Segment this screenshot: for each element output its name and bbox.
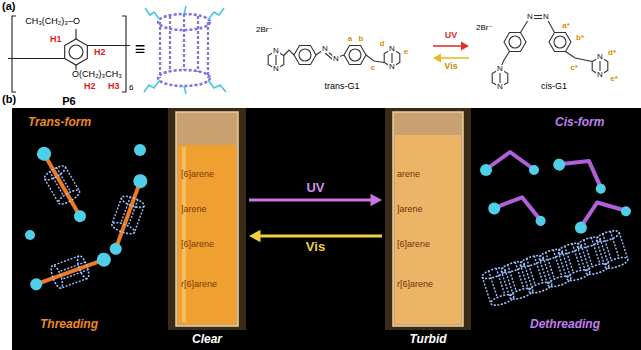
proton-label: e* — [610, 75, 618, 84]
light-label: Vis — [304, 240, 327, 254]
proton-label: H1 — [50, 35, 62, 45]
light-label: Vis — [442, 62, 459, 72]
proton-label: d — [380, 40, 385, 49]
cuvette-text: [6]arene — [181, 170, 214, 180]
formula-text: CH₃(CH₂)₃–O — [25, 17, 80, 27]
atom-label: N — [321, 45, 329, 53]
reaction-arrow — [433, 42, 469, 51]
proton-label: a* — [562, 22, 570, 31]
proton-label: a — [348, 35, 352, 44]
reaction-arrow — [249, 194, 382, 207]
state-caption: Turbid — [409, 333, 446, 347]
panel-letter: (b) — [2, 93, 16, 105]
atom-label: N — [388, 63, 396, 71]
process-label: Threading — [40, 318, 98, 331]
proton-label: c — [371, 64, 375, 73]
state-caption: trans-G1 — [324, 81, 359, 91]
proton-label: d* — [608, 49, 616, 58]
proton-label: H2 — [94, 48, 106, 58]
repeat-subscript: 6 — [129, 84, 133, 93]
cuvette-text: [6]arene — [397, 240, 430, 250]
atom-label: N — [526, 13, 534, 21]
atom-label: N — [596, 71, 604, 79]
proton-label: e — [404, 48, 408, 57]
cuvette-text: arene — [397, 170, 420, 180]
proton-label: c* — [570, 64, 578, 73]
state-caption: cis-G1 — [541, 81, 567, 91]
process-label: Dethreading — [530, 318, 600, 331]
state-label: Cis-form — [555, 116, 604, 129]
proton-label: H3 — [108, 82, 120, 92]
atom-label: N — [388, 45, 396, 53]
atom-label: N — [272, 47, 280, 55]
atom-label: N — [542, 13, 550, 21]
molecule-state: cis-G1 — [472, 22, 636, 92]
atom-label: N — [272, 65, 280, 73]
cuvette-photo: Turbid — [385, 108, 471, 348]
equivalence-sign: ≡ — [135, 40, 146, 60]
counterion-label: 2Br⁻ — [256, 26, 273, 35]
atom-label: N — [496, 65, 504, 73]
atom-label: N — [332, 55, 340, 63]
state-label: Trans-form — [28, 116, 91, 129]
cuvette-text: [6]arene — [181, 240, 214, 250]
atom-label: N — [596, 53, 604, 61]
cuvette-photo: Clear — [168, 108, 246, 348]
proton-label: b — [359, 35, 364, 44]
cuvette-text: r[6]arene — [397, 280, 433, 290]
formula-text: O(CH₂)₃CH₃ — [72, 70, 122, 80]
panel-letter: (a) — [2, 0, 15, 12]
light-label: UV — [304, 181, 326, 195]
molecule-state: trans-G1 — [254, 22, 430, 92]
cuvette-text: r[6]arene — [181, 280, 217, 290]
state-caption: Clear — [192, 333, 222, 347]
cuvette-text: ]arene — [181, 205, 207, 215]
counterion-label: 2Br⁻ — [476, 24, 493, 33]
light-label: UV — [443, 31, 460, 41]
atom-label: N — [496, 83, 504, 91]
cuvette-text: ]arene — [397, 205, 423, 215]
proton-label: b* — [576, 34, 584, 43]
proton-label: H2 — [84, 82, 96, 92]
compound-name: P6 — [62, 95, 75, 107]
